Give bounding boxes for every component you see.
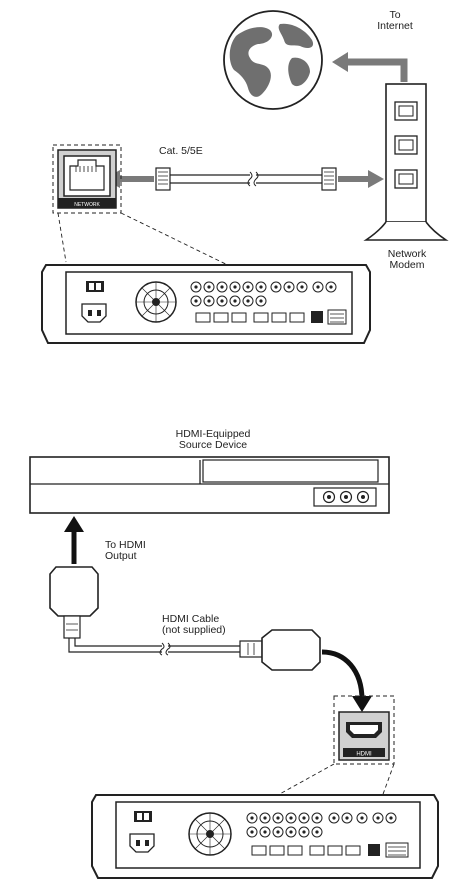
hdmi-input-arrow <box>322 652 372 712</box>
receiver-rear-panel-bottom <box>92 795 438 878</box>
cable-arrow-right <box>338 170 384 188</box>
network-port-tag: NETWORK <box>74 202 100 208</box>
hdmi-output-arrow <box>64 516 84 564</box>
hdmi-source-label: HDMI-Equipped Source Device <box>158 429 268 451</box>
callout-line <box>58 213 66 262</box>
internet-arrow <box>332 52 404 82</box>
network-modem <box>366 84 446 240</box>
network-modem-label: Network Modem <box>374 249 440 271</box>
hdmi-port-tag: HDMI <box>356 752 372 758</box>
globe-icon <box>224 11 322 109</box>
to-internet-label: To Internet <box>368 10 422 32</box>
to-hdmi-output-label: To HDMI Output <box>105 540 146 562</box>
hdmi-source-device <box>30 457 389 513</box>
receiver-rear-panel-top <box>42 265 370 343</box>
hdmi-cable-label: HDMI Cable (not supplied) <box>162 614 226 636</box>
cat-cable-label: Cat. 5/5E <box>159 146 203 157</box>
network-cable <box>156 168 336 190</box>
